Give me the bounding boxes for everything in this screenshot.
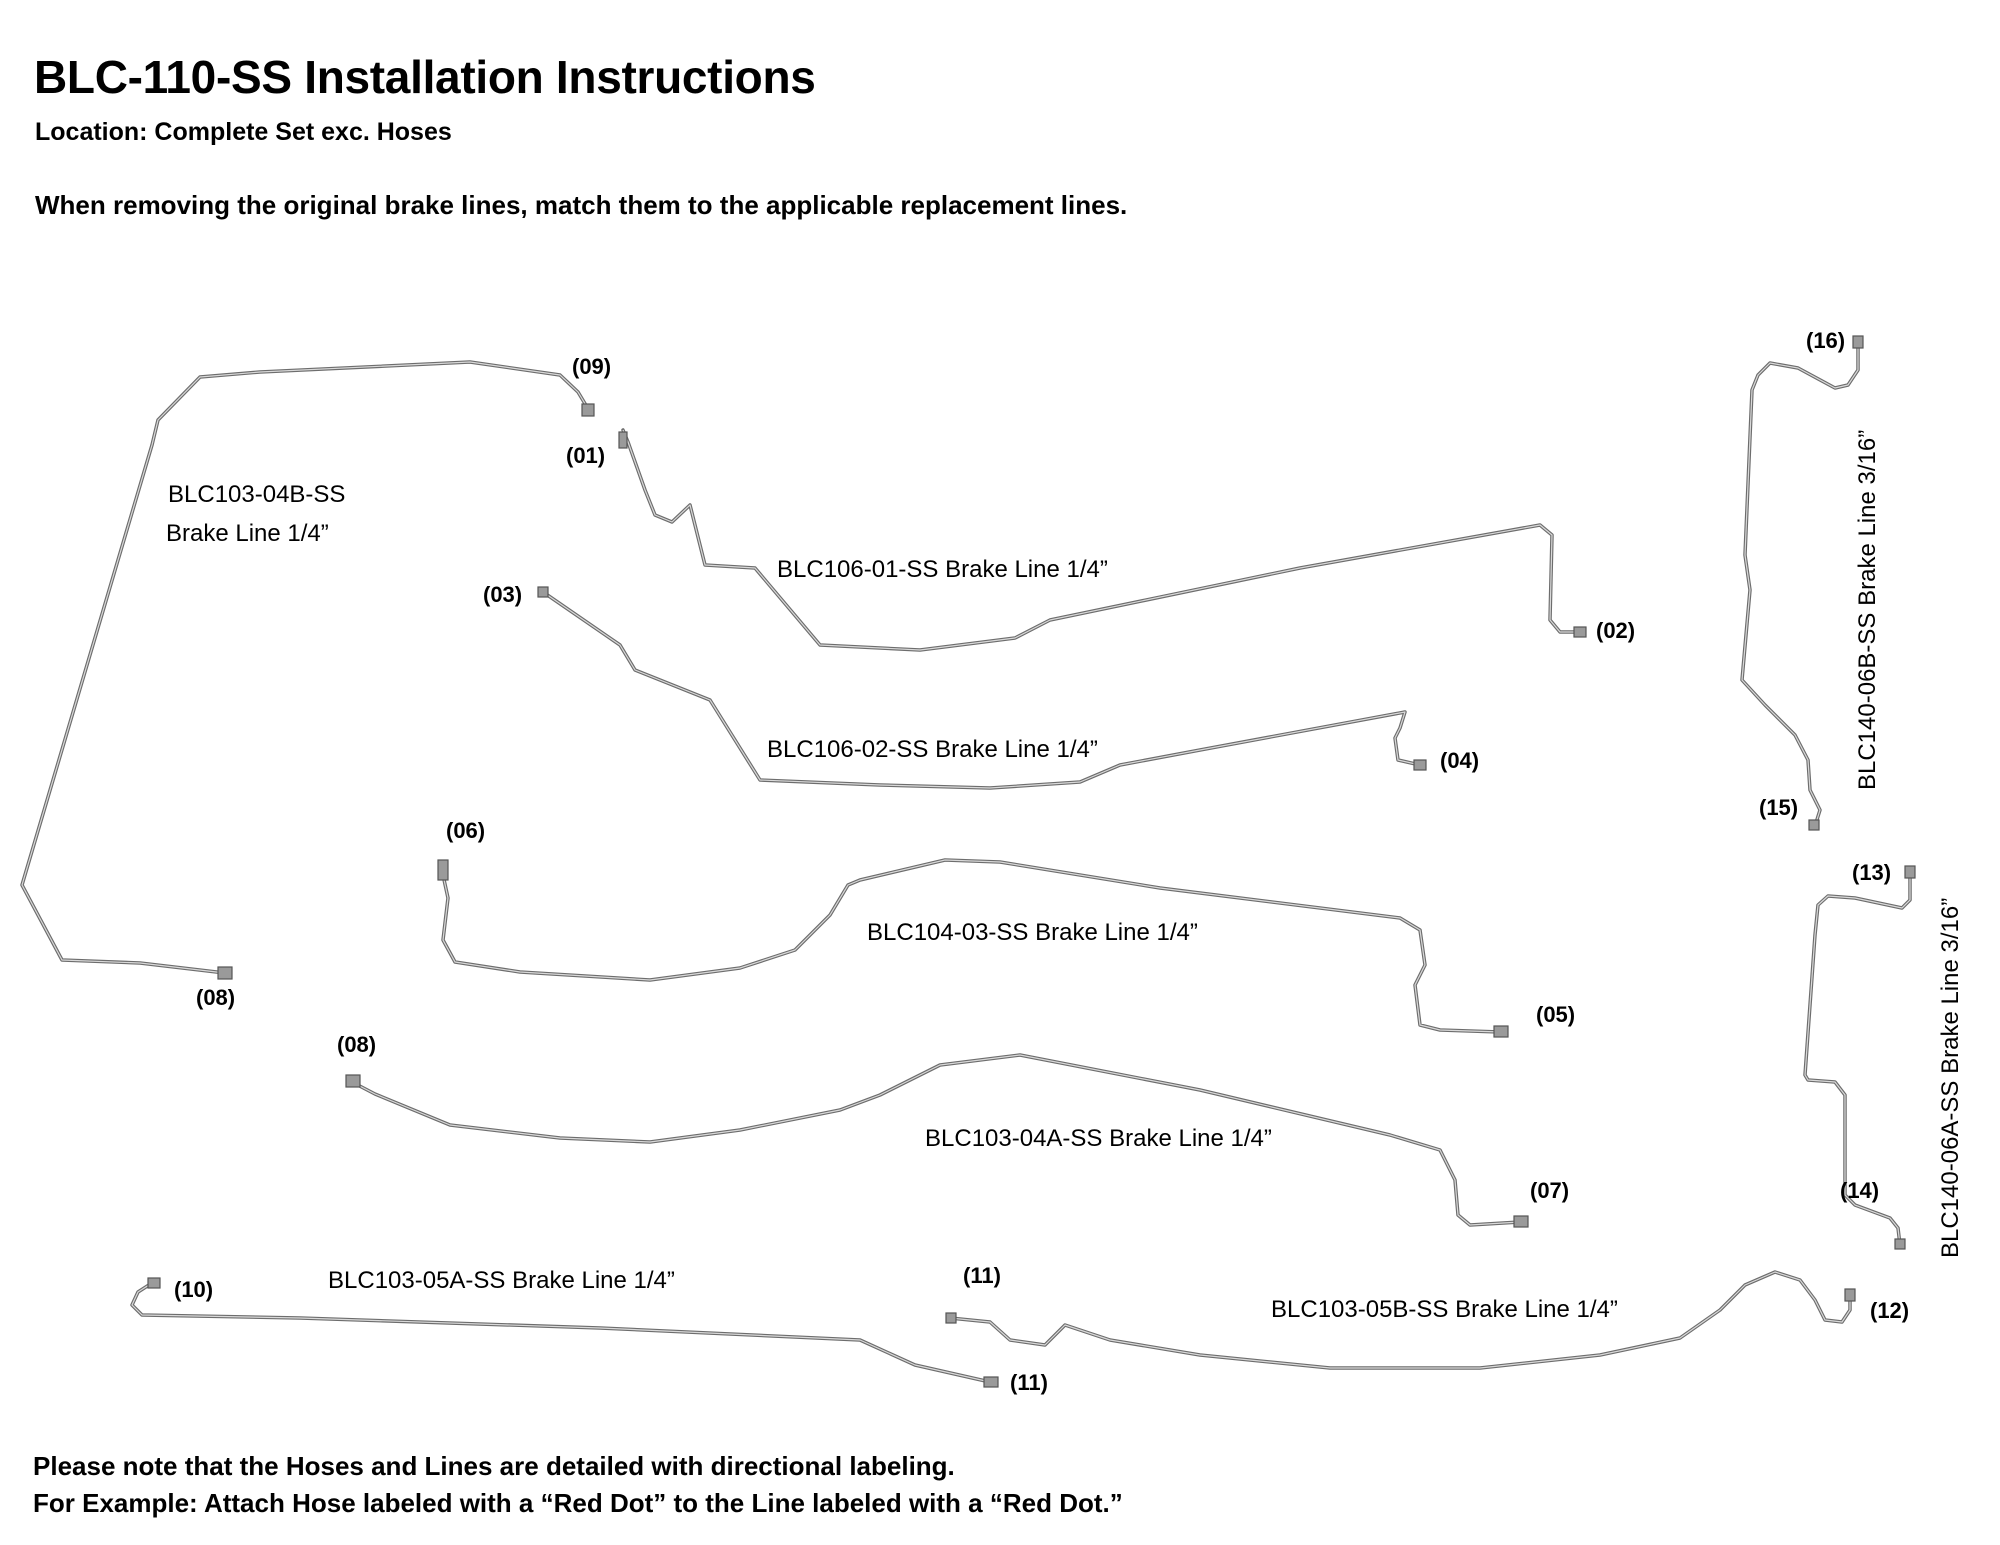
brake-line-blc103-04b — [20, 360, 595, 980]
port-label-13: (13) — [1852, 860, 1891, 885]
brake-line-blc103-04a — [345, 1053, 1529, 1228]
line-label-blc103-04a: BLC103-04A-SS Brake Line 1/4” — [925, 1125, 1272, 1152]
port-label-10: (10) — [174, 1277, 213, 1302]
footer-note-example: For Example: Attach Hose labeled with a … — [33, 1488, 1123, 1518]
line-label-blc140-06a: BLC140-06A-SS Brake Line 3/16” — [1937, 898, 1964, 1258]
port-label-07: (07) — [1530, 1178, 1569, 1203]
line-label-blc106-02: BLC106-02-SS Brake Line 1/4” — [767, 736, 1098, 763]
port-label-12: (12) — [1870, 1298, 1909, 1323]
brake-line-blc140-06b — [1740, 335, 1864, 831]
brake-line-blc104-03 — [437, 858, 1509, 1038]
brake-line-blc140-06a — [1803, 865, 1916, 1250]
footer-note-directional-labeling: Please note that the Hoses and Lines are… — [33, 1451, 955, 1481]
line-label-blc103-04b-part-number: BLC103-04B-SS — [168, 481, 345, 508]
port-label-11-upper: (11) — [963, 1263, 1001, 1288]
port-label-09: (09) — [572, 354, 611, 379]
port-label-15: (15) — [1759, 795, 1798, 820]
brake-line-blc106-02 — [537, 586, 1427, 790]
port-label-05: (05) — [1536, 1002, 1575, 1027]
instruction-text: When removing the original brake lines, … — [35, 190, 1128, 220]
port-label-03: (03) — [483, 582, 522, 607]
port-label-02: (02) — [1596, 618, 1635, 643]
port-label-08-upper: (08) — [196, 985, 235, 1010]
port-label-01: (01) — [566, 443, 605, 468]
location-subtitle: Location: Complete Set exc. Hoses — [35, 118, 452, 146]
brake-line-blc106-01 — [618, 428, 1587, 652]
brake-line-blc103-05b — [945, 1270, 1856, 1370]
line-label-blc103-05b: BLC103-05B-SS Brake Line 1/4” — [1271, 1296, 1618, 1323]
line-label-blc103-04b-size: Brake Line 1/4” — [166, 520, 329, 547]
port-label-14: (14) — [1840, 1178, 1879, 1203]
port-label-11-lower: (11) — [1010, 1370, 1048, 1395]
port-label-08-lower: (08) — [337, 1032, 376, 1057]
line-label-blc106-01: BLC106-01-SS Brake Line 1/4” — [777, 556, 1108, 583]
line-label-blc103-05a: BLC103-05A-SS Brake Line 1/4” — [328, 1267, 675, 1294]
line-label-blc104-03: BLC104-03-SS Brake Line 1/4” — [867, 919, 1198, 946]
page-title: BLC-110-SS Installation Instructions — [34, 51, 816, 103]
line-label-blc140-06b: BLC140-06B-SS Brake Line 3/16” — [1854, 430, 1881, 790]
port-label-16: (16) — [1806, 328, 1845, 353]
brake-line-blc103-05a — [130, 1277, 999, 1388]
port-label-06: (06) — [446, 818, 485, 843]
port-label-04: (04) — [1440, 748, 1479, 773]
